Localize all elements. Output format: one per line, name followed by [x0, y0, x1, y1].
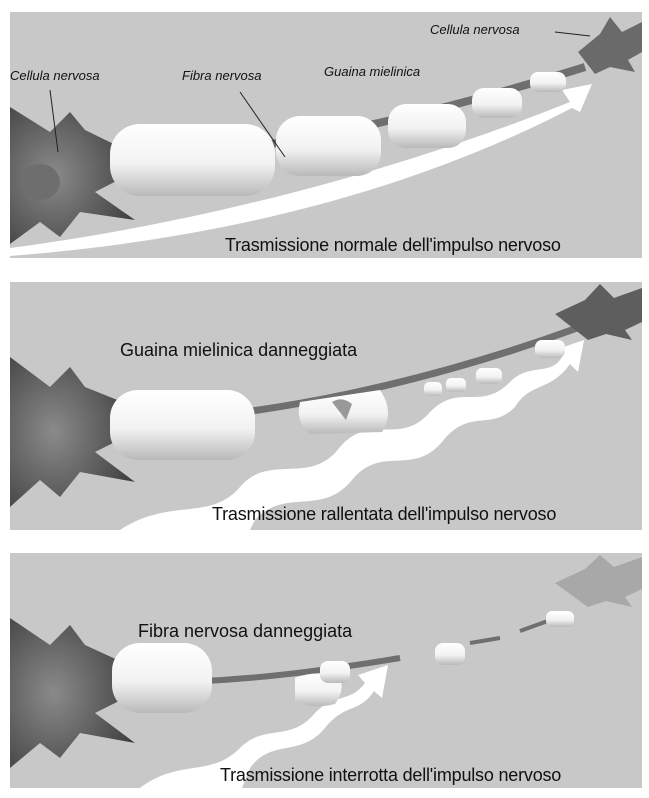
- panel-normal-transmission: Cellula nervosa Fibra nervosa Guaina mie…: [10, 12, 642, 258]
- diagram-normal: [10, 12, 642, 258]
- caption-interrupted: Trasmissione interrotta dell'impulso ner…: [220, 765, 561, 786]
- neuron-right: [578, 17, 642, 74]
- neuron-nucleus: [20, 164, 60, 200]
- title-damaged-fiber: Fibra nervosa danneggiata: [138, 621, 352, 642]
- label-nerve-fiber: Fibra nervosa: [182, 68, 261, 83]
- diagram-damaged-fiber: [10, 553, 642, 788]
- caption-slowed: Trasmissione rallentata dell'impulso ner…: [212, 504, 556, 525]
- panel-interrupted-transmission: Fibra nervosa danneggiata Trasmissione i…: [10, 553, 642, 788]
- diagram-damaged-myelin: [10, 282, 642, 530]
- label-cell-left: Cellula nervosa: [10, 68, 100, 83]
- title-damaged-myelin: Guaina mielinica danneggiata: [120, 340, 357, 361]
- neuron-right-faded: [555, 555, 642, 607]
- label-myelin-sheath: Guaina mielinica: [324, 64, 420, 79]
- caption-normal: Trasmissione normale dell'impulso nervos…: [225, 235, 561, 256]
- label-cell-right: Cellula nervosa: [430, 22, 520, 37]
- panel-slowed-transmission: Guaina mielinica danneggiata Trasmission…: [10, 282, 642, 530]
